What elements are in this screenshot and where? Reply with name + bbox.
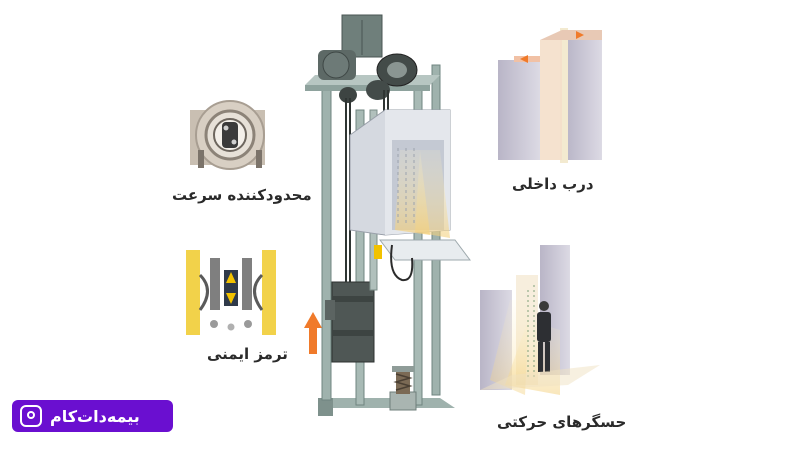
motion-sensors-label: حسگرهای حرکتی — [497, 413, 627, 431]
safety-brake-illustration — [186, 250, 276, 335]
cabin-door-sensors — [397, 148, 415, 225]
inner-door-illustration — [498, 28, 602, 163]
safety-brake-label: ترمز ایمنی — [207, 345, 288, 363]
elevator-cabin — [349, 109, 471, 282]
person-figure — [537, 301, 551, 372]
brand-logo[interactable]: بیمه‌دات‌کام — [12, 400, 173, 432]
motion-sensors-illustration — [480, 245, 600, 395]
up-arrow-icon — [304, 312, 322, 354]
sensor-rays — [527, 285, 535, 380]
speed-limiter-illustration — [190, 100, 265, 170]
inner-door-label: درب داخلی — [512, 175, 594, 193]
brand-name: بیمه‌دات‌کام — [50, 406, 140, 426]
cabin-light-beams — [395, 150, 450, 238]
speed-limiter-label: محدودکننده سرعت — [172, 186, 312, 204]
bimeh-logo-icon — [20, 405, 42, 427]
